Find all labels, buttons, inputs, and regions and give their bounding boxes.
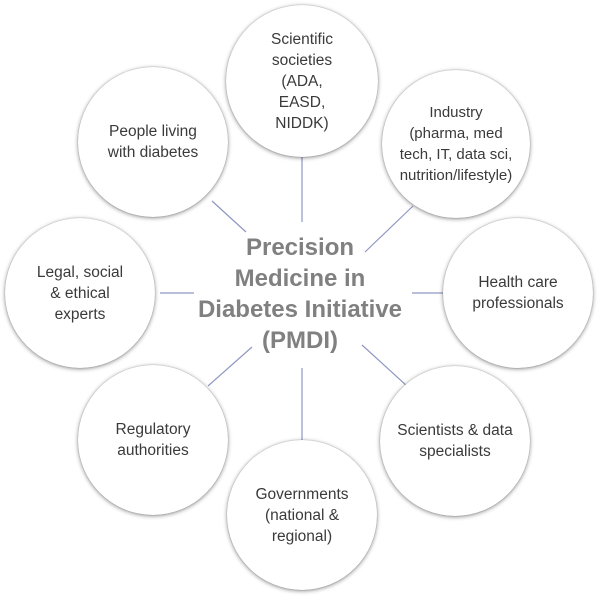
connector-regulatory <box>207 346 253 387</box>
connector-industry <box>364 205 414 253</box>
node-scientists-data-specialists: Scientists & data specialists <box>380 366 530 516</box>
node-scientific-societies: Scientific societies (ADA, EASD, NIDDK) <box>226 5 378 157</box>
connector-people <box>211 200 247 233</box>
node-health-care-professionals: Health care professionals <box>443 218 593 368</box>
node-legal-social-ethical: Legal, social & ethical experts <box>5 218 155 368</box>
connector-scientists <box>361 344 408 387</box>
node-industry: Industry (pharma, med tech, IT, data sci… <box>382 70 530 218</box>
node-governments: Governments (national & regional) <box>227 440 377 590</box>
center-title: Precision Medicine in Diabetes Initiativ… <box>197 234 403 354</box>
node-people-living-with-diabetes: People living with diabetes <box>78 67 228 217</box>
node-regulatory-authorities: Regulatory authorities <box>78 365 228 515</box>
